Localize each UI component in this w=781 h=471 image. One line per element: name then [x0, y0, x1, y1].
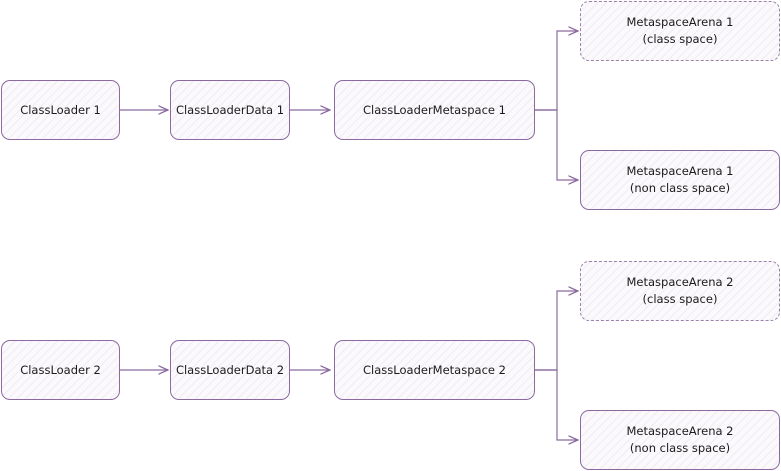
classloadermetaspace-1-node: ClassLoaderMetaspace 1 [334, 80, 535, 140]
classloader-1-node: ClassLoader 1 [1, 80, 120, 140]
classloaderdata-2-label: ClassLoaderData 2 [175, 362, 285, 377]
classloaderdata-2-node: ClassLoaderData 2 [170, 340, 290, 400]
metaspacearena-1-class-node: MetaspaceArena 1 (class space) [580, 1, 780, 61]
edge-metaspace1-to-arena1-nonclass [535, 109, 578, 180]
metaspacearena-2-class-title: MetaspaceArena 2 [626, 275, 734, 289]
classloader-2-label: ClassLoader 2 [20, 362, 101, 377]
metaspacearena-2-class-node: MetaspaceArena 2 (class space) [580, 261, 780, 321]
edge-metaspace2-to-arena2-class [535, 291, 578, 371]
edge-metaspace2-to-arena2-nonclass [535, 369, 578, 440]
metaspacearena-1-nonclass-node: MetaspaceArena 1 (non class space) [580, 150, 780, 210]
classloader-1-label: ClassLoader 1 [20, 102, 101, 117]
metaspacearena-2-class-subtitle: (class space) [642, 292, 718, 306]
metaspacearena-1-nonclass-title: MetaspaceArena 1 [626, 164, 734, 178]
metaspacearena-2-nonclass-node: MetaspaceArena 2 (non class space) [580, 410, 780, 470]
classloaderdata-1-label: ClassLoaderData 1 [175, 102, 285, 117]
metaspacearena-1-class-subtitle: (class space) [642, 32, 718, 46]
classloadermetaspace-1-label: ClassLoaderMetaspace 1 [363, 102, 506, 117]
metaspacearena-2-nonclass-subtitle: (non class space) [629, 441, 731, 455]
classloader-2-node: ClassLoader 2 [1, 340, 120, 400]
classloaderdata-1-node: ClassLoaderData 1 [170, 80, 290, 140]
edge-metaspace1-to-arena1-class [535, 31, 578, 111]
classloadermetaspace-2-node: ClassLoaderMetaspace 2 [334, 340, 535, 400]
metaspacearena-2-nonclass-title: MetaspaceArena 2 [626, 424, 734, 438]
metaspacearena-1-nonclass-subtitle: (non class space) [629, 181, 731, 195]
classloadermetaspace-2-label: ClassLoaderMetaspace 2 [363, 362, 506, 377]
metaspacearena-1-class-title: MetaspaceArena 1 [626, 15, 734, 29]
